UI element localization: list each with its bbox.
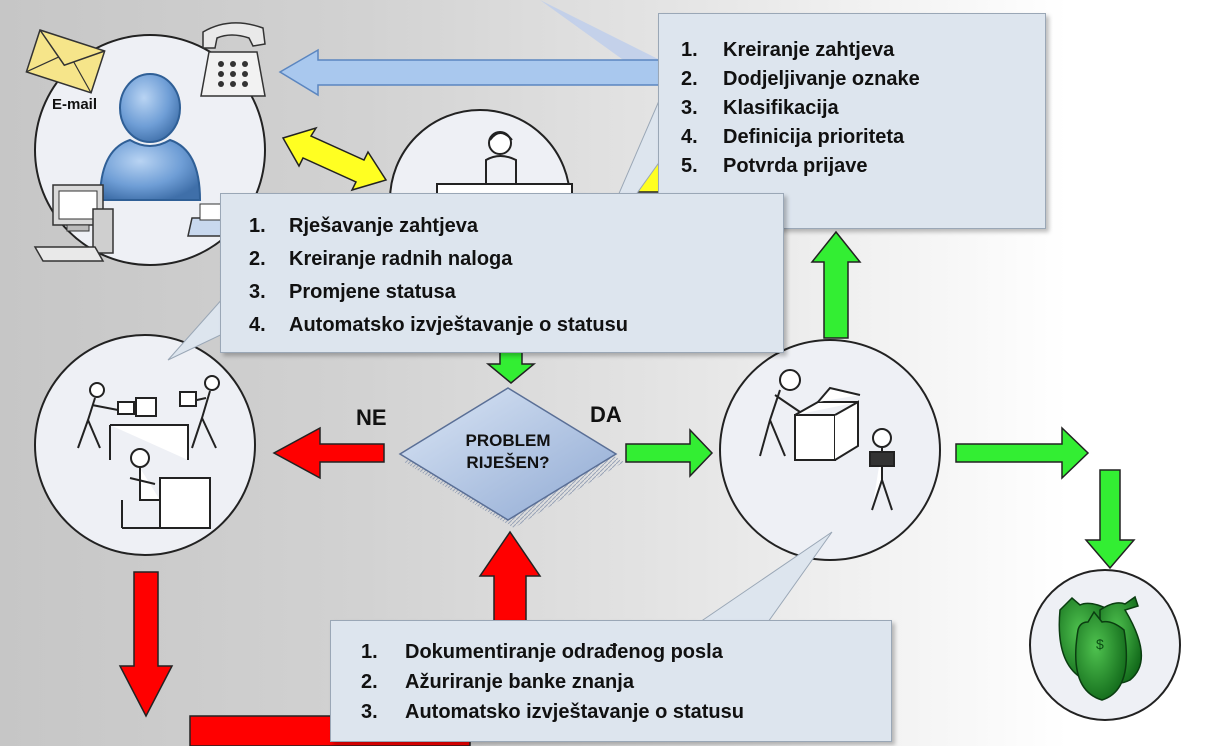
callout-top-item: 4.Definicija prioriteta xyxy=(681,126,905,148)
yellow-double-arrow xyxy=(281,126,388,192)
decision-text: PROBLEM RIJEŠEN? xyxy=(438,430,578,474)
delivery-worker-icon xyxy=(759,369,895,511)
decision-diamond xyxy=(398,387,624,528)
green-arrow-down xyxy=(1084,469,1136,570)
callout-top-item: 5.Potvrda prijave xyxy=(681,155,868,177)
red-arrow-up xyxy=(478,530,542,631)
da-label: DA xyxy=(590,402,622,427)
callout-middle-item: 2.Kreiranje radnih naloga xyxy=(249,248,513,270)
green-arrow-right-da xyxy=(625,428,714,478)
decision-line-1: PROBLEM xyxy=(465,431,551,450)
callout-top-item: 3.Klasifikacija xyxy=(681,97,839,119)
callout-bottom: 1.Dokumentiranje odrađenog posla 2.Ažuri… xyxy=(330,620,892,742)
workers-circle xyxy=(34,334,256,556)
decision-line-2: RIJEŠEN? xyxy=(466,453,550,472)
callout-bottom-item: 3.Automatsko izvještavanje o statusu xyxy=(361,701,744,723)
money-bags-icon xyxy=(1058,595,1142,701)
money-symbol: $ xyxy=(1096,636,1104,652)
email-envelope-icon xyxy=(25,29,106,94)
callout-middle-item: 3.Promjene statusa xyxy=(249,281,456,303)
ne-label: NE xyxy=(356,405,387,430)
email-label: E-mail xyxy=(52,96,98,113)
green-arrow-down-top xyxy=(485,349,537,384)
callout-bottom-item: 2.Ažuriranje banke znanja xyxy=(361,671,634,693)
telephone-icon xyxy=(200,22,266,97)
callout-middle-item: 4.Automatsko izvještavanje o statusu xyxy=(249,314,628,336)
red-arrow-left-ne xyxy=(272,426,385,480)
callout-top-item: 1.Kreiranje zahtjeva xyxy=(681,39,895,61)
red-arrow-down xyxy=(118,571,174,718)
workers-icon xyxy=(77,375,220,529)
callout-middle-item: 1.Rješavanje zahtjeva xyxy=(249,215,478,237)
callout-top-item: 2.Dodjeljivanje oznake xyxy=(681,68,920,90)
callout-bottom-item: 1.Dokumentiranje odrađenog posla xyxy=(361,641,723,663)
green-arrow-up xyxy=(810,230,862,339)
callout-bottom-pointer xyxy=(698,531,833,623)
computer-icon xyxy=(33,184,114,262)
blue-arrow xyxy=(278,48,669,97)
customer-person-icon xyxy=(98,73,202,201)
green-arrow-right xyxy=(955,426,1090,480)
callout-middle: 1.Rješavanje zahtjeva 2.Kreiranje radnih… xyxy=(220,193,784,353)
